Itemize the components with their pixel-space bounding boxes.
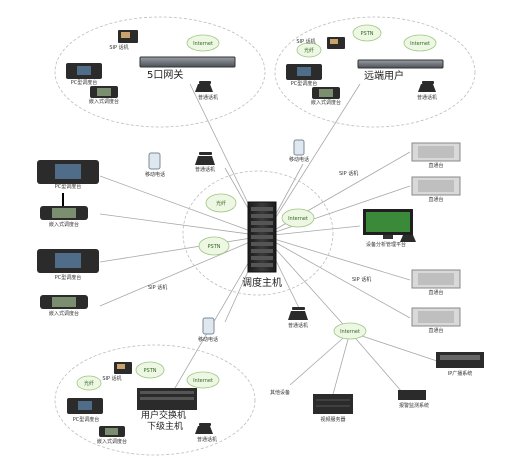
bottom-sip-label: SIP 话机 xyxy=(102,376,122,382)
svg-text:Internet: Internet xyxy=(193,41,213,47)
left-embedded-1-label: 嵌入式调度台 xyxy=(48,222,80,228)
remote-gateway-device xyxy=(357,59,444,69)
subsystem-ellipse-top-right xyxy=(274,16,476,128)
tr-title: 远端用户 xyxy=(364,71,404,82)
right-sip-bottom-label: SIP 话机 xyxy=(352,277,372,283)
tl-pc-label: PC型调度台 xyxy=(70,80,98,86)
regular-phone-bottom-sub xyxy=(195,423,213,434)
svg-text:PSTN: PSTN xyxy=(144,368,157,374)
pc-console-tl xyxy=(66,63,102,79)
cloud-bottom-internet: Internet xyxy=(186,371,220,389)
left-sip-label: SIP 话机 xyxy=(148,285,168,291)
svg-text:Internet: Internet xyxy=(193,378,213,384)
direct-console-2 xyxy=(411,176,461,196)
svg-text:光纤: 光纤 xyxy=(216,200,226,207)
svg-text:Internet: Internet xyxy=(340,329,360,335)
pc-console-tr xyxy=(286,64,322,80)
left-embedded-2-label: 嵌入式调度台 xyxy=(48,311,80,317)
sip-phone-tl xyxy=(118,30,138,43)
tl-embedded-label: 嵌入式调度台 xyxy=(88,99,120,105)
phone-top-label: 普通话机 xyxy=(194,167,216,173)
svg-text:光纤: 光纤 xyxy=(304,47,314,54)
direct-console-1 xyxy=(411,142,461,162)
embedded-console-tl xyxy=(90,86,118,98)
mobile-top-label: 移动电话 xyxy=(144,172,166,178)
tr-embedded-label: 嵌入式调度台 xyxy=(310,100,342,106)
mobile-phone-top xyxy=(148,152,161,170)
cloud-tr-fiber: 光纤 xyxy=(296,42,322,58)
monitor-label: 设备分析管理平台 xyxy=(365,242,407,248)
direct-1-label: 直通台 xyxy=(428,163,444,169)
svg-text:光纤: 光纤 xyxy=(84,380,94,387)
tl-sip-label: SIP 话机 xyxy=(109,45,129,51)
direct-console-3 xyxy=(411,269,461,289)
cloud-core-internet: Internet xyxy=(281,208,315,228)
bottom-embedded-label: 嵌入式调度台 xyxy=(96,439,128,445)
regular-phone-top xyxy=(195,152,215,165)
embedded-console-bottom xyxy=(99,426,125,437)
pbx-device xyxy=(137,388,197,410)
cloud-tr-pstn: PSTN xyxy=(352,24,382,42)
cloud-bottom-fiber: 光纤 xyxy=(76,375,102,391)
cloud-tr-internet: Internet xyxy=(403,34,437,52)
left-pc-2-label: PC型调度台 xyxy=(54,275,82,281)
mobile-top-right-label: 移动电话 xyxy=(288,157,310,163)
pc-console-left-1 xyxy=(37,160,99,184)
cloud-bottom-pstn: PSTN xyxy=(135,361,165,379)
subsystem-ellipse-bottom xyxy=(54,344,256,456)
direct-4-label: 直通台 xyxy=(428,328,444,334)
regular-phone-tl xyxy=(195,81,213,92)
mobile-bottom-label: 移动电话 xyxy=(197,337,219,343)
cloud-core-fiber: 光纤 xyxy=(205,193,237,213)
bottom-title-1: 用户交换机 xyxy=(141,411,187,421)
cloud-tl-internet: Internet xyxy=(186,34,220,52)
svg-text:Internet: Internet xyxy=(288,216,308,222)
video-server-label: 视频服务器 xyxy=(320,417,346,423)
bottom-title-2: 下级主机 xyxy=(147,422,184,432)
cloud-core-pstn: PSTN xyxy=(198,236,230,256)
svg-text:Internet: Internet xyxy=(410,41,430,47)
other-devices-label: 其他设备 xyxy=(269,390,291,396)
tl-title: 5口网关 xyxy=(147,70,184,81)
broadcast-system xyxy=(436,352,484,368)
embedded-console-tr xyxy=(312,87,340,99)
tl-phone-label: 普通话机 xyxy=(197,95,219,101)
direct-3-label: 直通台 xyxy=(428,290,444,296)
svg-text:PSTN: PSTN xyxy=(361,31,374,37)
core-switch-rack xyxy=(247,201,277,273)
regular-phone-bottom xyxy=(288,307,308,320)
tr-sip-label: SIP 话机 xyxy=(296,39,316,45)
direct-console-4 xyxy=(411,307,461,327)
regular-phone-tr xyxy=(418,81,436,92)
pc-console-bottom xyxy=(67,398,103,414)
sip-phone-bottom xyxy=(114,362,132,374)
mobile-phone-top-right xyxy=(293,139,305,156)
subsystem-ellipse-top-left xyxy=(54,16,266,128)
left-pc-1-label: PC型调度台 xyxy=(54,184,82,190)
connection-lines xyxy=(62,83,441,399)
pc-console-left-2 xyxy=(37,249,99,273)
tr-phone-label: 普通话机 xyxy=(416,95,438,101)
bottom-phone-label: 普通话机 xyxy=(196,437,218,443)
broadcast-label: IP广播系统 xyxy=(447,371,473,377)
sip-phone-tr xyxy=(327,37,345,49)
tr-pc-label: PC型调度台 xyxy=(290,81,318,87)
video-server xyxy=(313,394,353,414)
alarm-label: 报警监测系统 xyxy=(398,403,430,409)
core-label: 调度主机 xyxy=(242,278,282,289)
core-ellipse xyxy=(182,170,334,296)
gateway-device xyxy=(139,56,236,68)
direct-2-label: 直通台 xyxy=(428,197,444,203)
alarm-system xyxy=(398,390,426,400)
phone-bottom-label: 普通话机 xyxy=(287,323,309,329)
mobile-phone-bottom xyxy=(202,317,215,335)
bottom-pc-label: PC型调度台 xyxy=(72,417,100,423)
cloud-internet-branch: Internet xyxy=(333,322,367,340)
svg-text:PSTN: PSTN xyxy=(208,244,221,250)
embedded-console-left-1 xyxy=(40,206,88,220)
embedded-console-left-2 xyxy=(40,295,88,309)
right-sip-top-label: SIP 话机 xyxy=(339,171,359,177)
monitor-platform xyxy=(363,209,416,242)
